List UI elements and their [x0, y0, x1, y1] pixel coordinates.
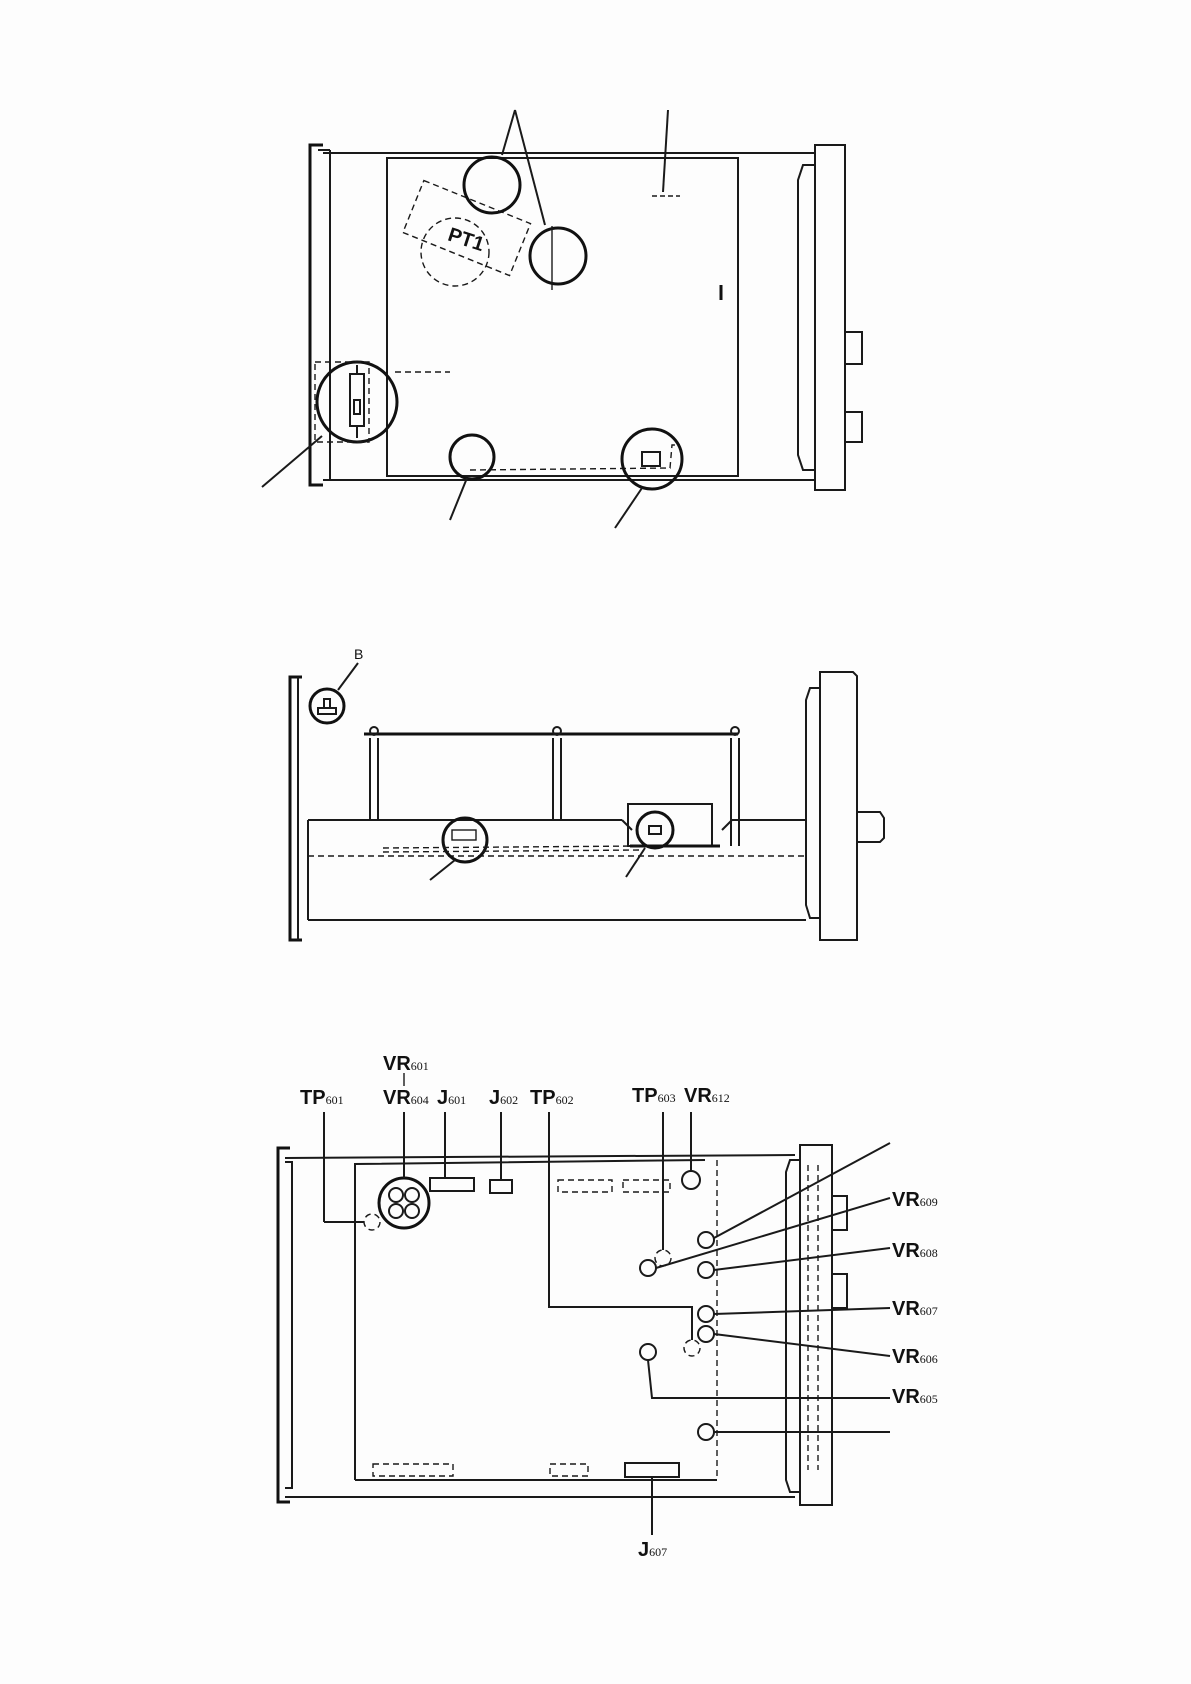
label-j601: J601 [437, 1087, 466, 1109]
top-callout-circle-1 [464, 157, 520, 213]
side-front-panel [820, 672, 857, 940]
top-pcb-board [387, 158, 738, 476]
label-j602: J602 [489, 1087, 518, 1109]
vr6xx-pot [698, 1424, 714, 1440]
top-bottom-callout-1 [450, 435, 494, 479]
side-callout-b-label: B [354, 646, 363, 662]
label-vr607: VR607 [892, 1298, 938, 1320]
bottom-left-bracket [278, 1148, 290, 1502]
top-arrow-3 [663, 110, 668, 192]
vr608-pot [698, 1262, 714, 1278]
side-leader-1 [430, 860, 455, 880]
tp601-point [364, 1214, 380, 1230]
vr609-pot [640, 1260, 656, 1276]
side-leader-2 [626, 848, 645, 877]
label-vr605: VR605 [892, 1386, 938, 1408]
bottom-pcb-outline [355, 1160, 705, 1480]
tp602-point [684, 1340, 700, 1356]
bottom-front-panel [800, 1145, 832, 1505]
side-knob [857, 812, 884, 842]
vr605-pot [640, 1344, 656, 1360]
label-vr606: VR606 [892, 1346, 938, 1368]
bottom-view: VR601 TP601 VR604 J601 J602 TP602 TP603 … [278, 1053, 938, 1561]
side-callout-switch [637, 812, 673, 848]
top-left-bracket [310, 145, 323, 485]
vr606-pot [698, 1326, 714, 1342]
label-tp601: TP601 [300, 1087, 344, 1109]
side-callout-b-leader [338, 663, 358, 690]
label-vr612: VR612 [684, 1085, 730, 1107]
side-view: B [290, 646, 884, 940]
label-tp602: TP602 [530, 1087, 574, 1109]
side-callout-b-circle [310, 689, 344, 723]
label-vr609: VR609 [892, 1189, 938, 1211]
top-bottom-leader-2 [615, 488, 642, 528]
top-view: PT1 [262, 110, 862, 528]
top-bottom-component [642, 452, 660, 466]
top-arrow-1 [502, 110, 515, 155]
label-vr604: VR604 [383, 1087, 429, 1109]
label-vr601: VR601 [383, 1053, 429, 1075]
vr612-pot [682, 1171, 700, 1189]
side-left-bracket [290, 677, 302, 940]
top-callout-circle-2 [530, 228, 586, 284]
label-j607: J607 [638, 1539, 667, 1561]
transformer-label: PT1 [445, 224, 487, 256]
top-arrow-2 [515, 110, 545, 225]
j602-connector [490, 1180, 512, 1193]
vr607-pot [698, 1306, 714, 1322]
top-front-panel [815, 145, 845, 490]
top-bottom-leader-1 [450, 478, 467, 520]
label-tp603: TP603 [632, 1085, 676, 1107]
vr601-604-cluster [379, 1178, 429, 1228]
bottom-chassis-top [285, 1155, 795, 1158]
top-knob-2 [845, 412, 862, 442]
vr610-pot [698, 1232, 714, 1248]
bottom-knob-2 [832, 1274, 847, 1308]
j601-connector [430, 1178, 474, 1191]
top-switch-leader [262, 436, 322, 487]
top-knob-1 [845, 332, 862, 364]
j607-connector [625, 1463, 679, 1477]
label-vr608: VR608 [892, 1240, 938, 1262]
